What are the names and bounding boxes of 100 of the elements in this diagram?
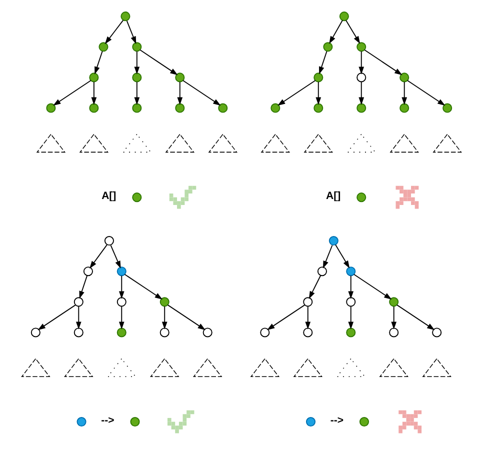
- node-circle: [73, 328, 83, 338]
- node-circle: [116, 328, 126, 338]
- arrow: [139, 49, 178, 76]
- node-triangle: [260, 134, 290, 153]
- arrow: [334, 244, 350, 268]
- node-triangle: [422, 358, 451, 378]
- node-circle: [132, 192, 142, 202]
- arrow: [308, 274, 321, 299]
- node-triangle: [78, 134, 108, 153]
- arrow: [318, 50, 327, 74]
- arrow: [161, 306, 167, 330]
- node-circle: [313, 103, 323, 113]
- node-circle: [116, 266, 126, 276]
- node-triangle: [106, 358, 136, 378]
- node-circle: [174, 103, 184, 113]
- node-circle: [73, 297, 83, 307]
- node-circle: [302, 297, 312, 307]
- node-circle: [305, 417, 316, 427]
- node-circle: [399, 103, 409, 113]
- node-triangle: [389, 134, 418, 153]
- node-circle: [82, 266, 92, 276]
- node-circle: [316, 266, 326, 276]
- arrow: [401, 81, 407, 105]
- label: A[]: [326, 190, 340, 202]
- arrow: [345, 20, 360, 44]
- node-triangle: [250, 358, 280, 378]
- node-circle: [356, 103, 366, 113]
- arrow: [134, 81, 140, 105]
- arrow: [134, 50, 140, 74]
- node-circle: [338, 12, 348, 22]
- node-circle: [88, 72, 98, 82]
- node-triangle: [64, 358, 93, 378]
- node-circle: [46, 103, 56, 113]
- arrow: [118, 275, 124, 299]
- arrow: [304, 306, 310, 330]
- arrow: [182, 80, 220, 106]
- node-triangle: [432, 134, 462, 153]
- arrow: [52, 80, 91, 106]
- arrow: [406, 80, 445, 106]
- arrow: [390, 306, 396, 330]
- node-circle: [270, 103, 280, 113]
- node-circle: [346, 266, 356, 276]
- node-circle: [442, 103, 452, 113]
- node-circle: [120, 12, 130, 22]
- node-circle: [98, 42, 108, 52]
- label: -->: [330, 414, 343, 426]
- node-circle: [132, 42, 142, 52]
- arrow: [315, 81, 321, 105]
- arrow: [266, 304, 305, 330]
- node-triangle: [378, 358, 408, 378]
- arrow: [322, 244, 332, 269]
- arrow: [118, 306, 124, 330]
- node-circle: [358, 417, 368, 427]
- node-circle: [388, 328, 398, 338]
- node-circle: [132, 72, 142, 82]
- node-triangle: [208, 134, 237, 153]
- arrow: [94, 50, 102, 74]
- node-circle: [356, 42, 366, 52]
- arrow: [90, 81, 96, 105]
- node-triangle: [336, 358, 365, 378]
- arrow: [277, 80, 316, 106]
- node-circle: [30, 328, 40, 338]
- node-circle: [356, 72, 366, 82]
- node-triangle: [36, 134, 66, 153]
- arrow: [328, 20, 342, 44]
- node-triangle: [346, 134, 376, 153]
- node-circle: [132, 103, 142, 113]
- node-circle: [260, 328, 270, 338]
- node-circle: [328, 236, 338, 246]
- label: -->: [100, 414, 114, 426]
- node-triangle: [164, 134, 194, 153]
- arrow: [166, 304, 205, 330]
- node-circle: [302, 328, 312, 338]
- node-circle: [322, 42, 332, 52]
- node-circle: [159, 297, 169, 307]
- node-circle: [104, 236, 114, 246]
- arrow: [104, 20, 124, 44]
- node-circle: [159, 328, 169, 338]
- node-circle: [174, 72, 184, 82]
- arrow: [358, 81, 364, 105]
- arrow: [124, 274, 162, 300]
- node-circle: [88, 103, 98, 113]
- node-circle: [313, 72, 323, 82]
- arrow: [89, 244, 107, 269]
- label: A[]: [101, 190, 116, 202]
- arrow: [358, 50, 364, 74]
- node-circle: [346, 297, 356, 307]
- node-triangle: [122, 134, 152, 153]
- arrow: [176, 81, 182, 105]
- node-circle: [432, 328, 442, 338]
- arrow: [348, 306, 354, 330]
- node-triangle: [20, 358, 50, 378]
- node-triangle: [303, 134, 333, 153]
- node-circle: [76, 417, 86, 427]
- arrow: [110, 244, 120, 269]
- node-triangle: [192, 358, 222, 378]
- node-circle: [202, 328, 212, 338]
- arrow: [348, 275, 354, 299]
- node-circle: [356, 192, 366, 202]
- node-circle: [346, 328, 356, 338]
